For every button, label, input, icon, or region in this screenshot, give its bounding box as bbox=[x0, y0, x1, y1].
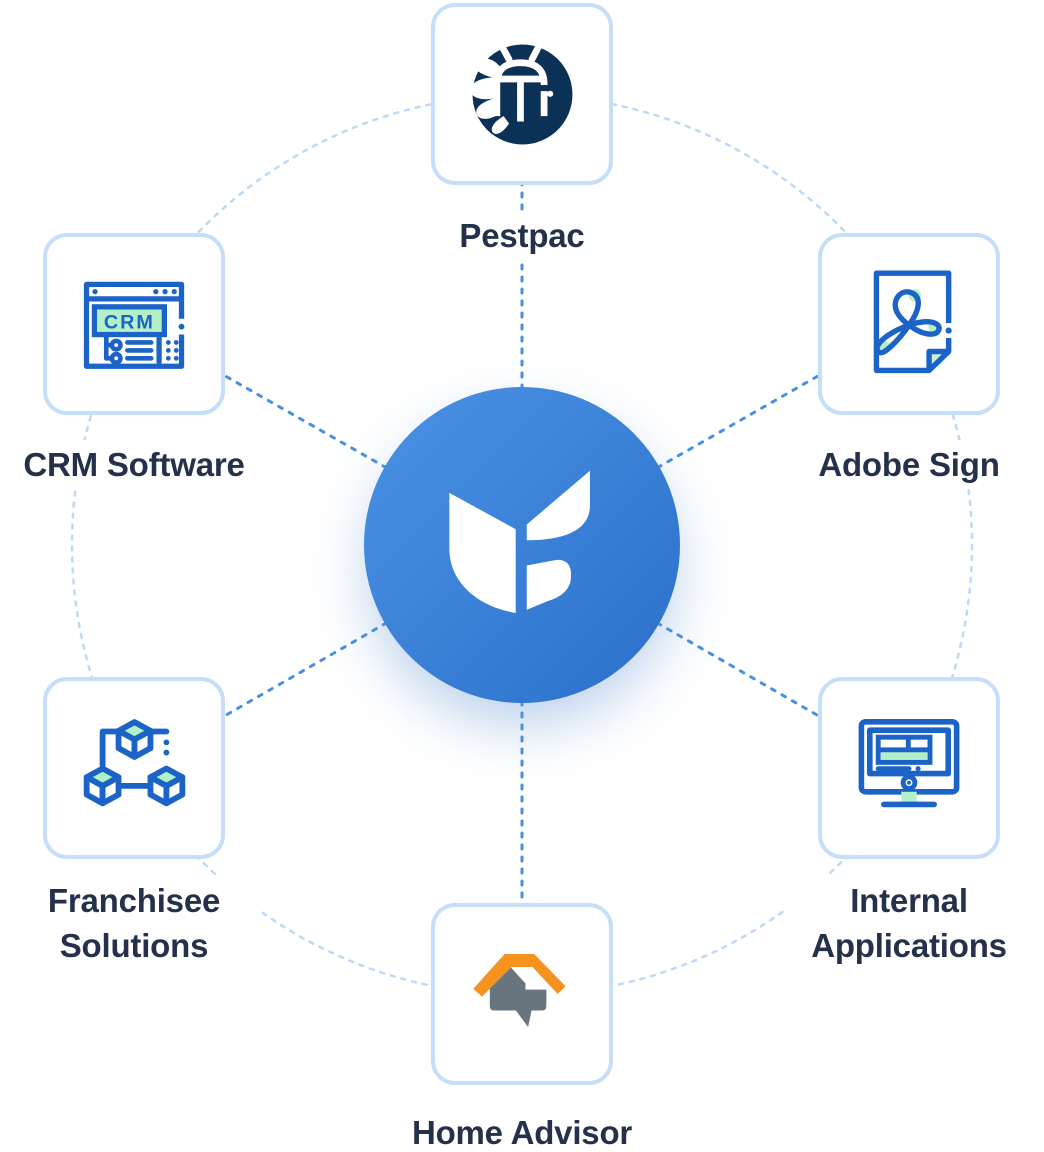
adobe-sign-document-icon bbox=[873, 270, 952, 373]
crm-icon-text: CRM bbox=[104, 312, 155, 334]
leaf-logo bbox=[449, 470, 590, 613]
crm-browser-icon: CRM bbox=[83, 281, 185, 369]
node-label-adobe-sign: Adobe Sign bbox=[810, 440, 1008, 489]
home-advisor-house-icon bbox=[473, 953, 566, 1028]
internal-applications-monitor-icon bbox=[858, 719, 960, 808]
node-card-crm-software: CRM bbox=[43, 233, 225, 415]
node-label-home-advisor: Home Advisor bbox=[403, 1108, 641, 1152]
node-card-internal-applications bbox=[818, 677, 1000, 859]
node-label-pestpac: Pestpac bbox=[451, 211, 593, 260]
node-label-internal-applications: Internal Applications bbox=[784, 876, 1034, 970]
node-label-franchisee-solutions: Franchisee Solutions bbox=[9, 876, 259, 970]
pestpac-bug-icon bbox=[469, 39, 572, 144]
node-label-crm-software: CRM Software bbox=[15, 440, 253, 489]
node-card-pestpac bbox=[431, 3, 613, 185]
node-card-franchisee-solutions bbox=[43, 677, 225, 859]
node-card-home-advisor bbox=[431, 903, 613, 1085]
node-card-adobe-sign bbox=[818, 233, 1000, 415]
hub-circle bbox=[364, 387, 680, 703]
franchisee-cubes-icon bbox=[83, 718, 185, 806]
